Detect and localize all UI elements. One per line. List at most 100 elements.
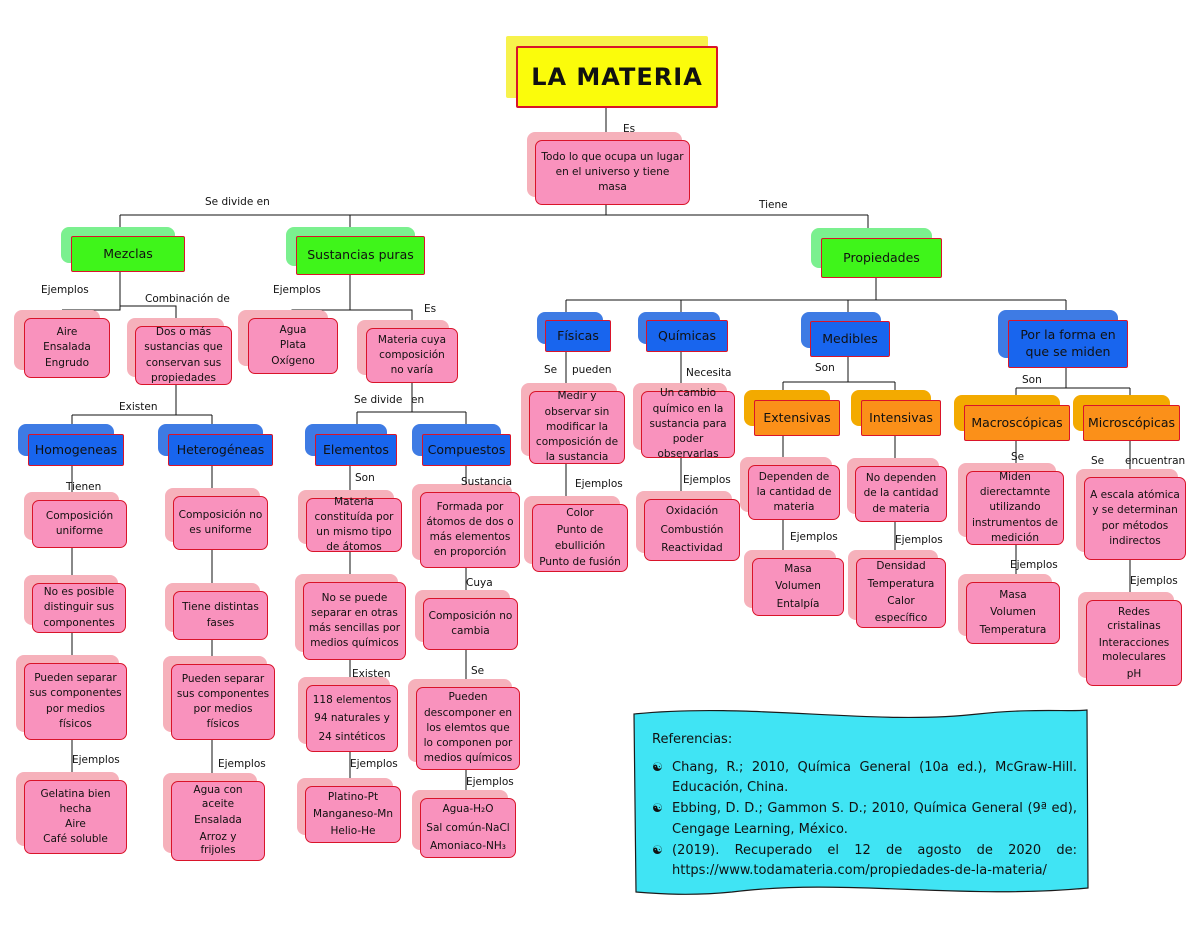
reference-item: ☯ (2019). Recuperado el 12 de agosto de …	[652, 841, 1077, 881]
macro-examples-box: Masa Volumen Temperatura	[966, 582, 1060, 644]
yin-yang-icon: ☯	[652, 760, 663, 775]
connector-label: Combinación de	[145, 293, 230, 305]
connector-label: Cuya	[466, 577, 493, 589]
fis-node-1: Medir y observar sin modificar la compos…	[521, 383, 625, 464]
int-node-1: No dependen de la cantidad de materia	[847, 458, 947, 522]
homog-examples-box: Gelatina bien hecha Aire Café soluble	[24, 780, 127, 854]
connector-label: Se divide	[354, 394, 403, 406]
connector-label: Son	[815, 362, 835, 374]
list-item: Café soluble	[43, 833, 108, 846]
heterog-examples-box: Agua con aceite Ensalada Arroz y frijole…	[171, 781, 265, 861]
quimicas-label: Químicas	[646, 320, 728, 352]
ext-examples: Masa Volumen Entalpía	[744, 550, 844, 616]
heterog-box-3: Pueden separar sus componentes por medio…	[171, 664, 275, 740]
macroscopicas-label: Macroscópicas	[964, 405, 1070, 441]
list-item: Agua con aceite	[193, 783, 243, 810]
comp-box-3: Pueden descomponer en los elemtos que lo…	[416, 687, 520, 770]
connector-label: Ejemplos	[350, 758, 398, 770]
heterog-node-2: Tiene distintas fases	[165, 583, 268, 640]
ext-box-1: Dependen de la cantidad de materia	[748, 465, 840, 520]
elem-examples: Platino-Pt Manganeso-Mn Helio-He	[297, 778, 401, 843]
homog-node-2: No es posible distinguir sus componentes	[24, 575, 126, 633]
list-item: Volumen	[990, 606, 1036, 619]
comp-box-1: Formada por átomos de dos o más elemento…	[420, 492, 520, 568]
list-item: Calor específico	[874, 595, 928, 625]
list-item: Densidad	[876, 560, 926, 573]
por-forma-label: Por la forma en que se miden	[1008, 320, 1128, 368]
connector-label: encuentran	[1125, 455, 1186, 467]
homog-node-3: Pueden separar sus componentes por medio…	[16, 655, 127, 740]
quim-box-1: Un cambio químico en la sustancia para p…	[641, 387, 735, 460]
references-content: Referencias: ☯ Chang, R.; 2010, Química …	[652, 730, 1077, 882]
homog-box-2: No es posible distinguir sus componentes	[32, 583, 126, 633]
combinacion-node: Dos o más sustancias que conservan sus p…	[127, 318, 232, 385]
list-item: 118 elementos	[312, 693, 392, 706]
elem-box-2: No se puede separar en otras más sencill…	[303, 582, 406, 660]
list-item: Masa	[784, 563, 812, 576]
homog-box-1: Composición uniforme	[32, 500, 127, 548]
macro-examples: Masa Volumen Temperatura	[958, 574, 1060, 644]
list-item: Amoniaco-NH₃	[430, 840, 506, 853]
sustancias-examples-box: Agua Plata Oxígeno	[248, 318, 338, 374]
references-note: Referencias: ☯ Chang, R.; 2010, Química …	[632, 706, 1090, 896]
elem-node-2: No se puede separar en otras más sencill…	[295, 574, 406, 660]
category-compuestos: Compuestos	[412, 424, 511, 466]
propiedades-label: Propiedades	[821, 238, 942, 278]
connector-label: Ejemplos	[895, 534, 943, 546]
micro-examples: Redes cristalinas Interacciones molecula…	[1078, 592, 1182, 686]
connector-label: Ejemplos	[683, 474, 731, 486]
homog-node-1: Composición uniforme	[24, 492, 127, 548]
connector-label: Ejemplos	[41, 284, 89, 296]
connector-label: Existen	[119, 401, 158, 413]
medibles-label: Medibles	[810, 321, 890, 357]
list-item: Temperatura	[867, 577, 935, 590]
list-item: Volumen	[775, 580, 821, 593]
heterog-node-1: Composición no es uniforme	[165, 488, 268, 550]
mezclas-label: Mezclas	[71, 236, 185, 272]
connector-label: Ejemplos	[466, 776, 514, 788]
reference-item: ☯ Chang, R.; 2010, Química General (10a …	[652, 758, 1077, 798]
list-item: Engrudo	[44, 356, 89, 369]
reference-text: Chang, R.; 2010, Química General (10a ed…	[672, 760, 1077, 796]
category-quimicas: Químicas	[638, 312, 728, 352]
list-item: Aire	[56, 326, 78, 339]
macro-node-1: Miden dierectamnte utilizando instrument…	[958, 463, 1064, 545]
fis-examples: Color Punto de ebullición Punto de fusió…	[524, 496, 628, 572]
list-item: Temperatura	[979, 623, 1047, 636]
compuestos-label: Compuestos	[422, 434, 511, 466]
wavy-banner-shape	[633, 709, 1089, 895]
list-item: Entalpía	[776, 597, 820, 610]
heterogeneas-label: Heterogéneas	[168, 434, 273, 466]
category-macroscopicas: Macroscópicas	[954, 395, 1070, 441]
list-item: Punto de ebullición	[554, 523, 606, 552]
reference-item: ☯ Ebbing, D. D.; Gammon S. D.; 2010, Quí…	[652, 799, 1077, 839]
connector-label: Es	[623, 123, 636, 135]
sustancias-puras-label: Sustancias puras	[296, 236, 425, 275]
list-item: 24 sintéticos	[318, 730, 386, 743]
quim-examples: Oxidación Combustión Reactividad	[636, 491, 740, 561]
extensivas-label: Extensivas	[754, 400, 840, 436]
connector-label: Tienen	[66, 481, 102, 493]
materia-cuya-box: Materia cuya composición no varía	[366, 328, 458, 383]
connector-label: Ejemplos	[1010, 559, 1058, 571]
list-item: Platino-Pt	[327, 790, 379, 803]
list-item: Sal común-NaCl	[426, 821, 510, 834]
category-mezclas: Mezclas	[61, 227, 185, 272]
list-item: Redes cristalinas	[1107, 605, 1161, 632]
connector-label: Necesita	[686, 367, 732, 379]
comp-node-1: Formada por átomos de dos o más elemento…	[412, 484, 520, 568]
heterog-box-1: Composición no es uniforme	[173, 496, 268, 550]
ext-examples-box: Masa Volumen Entalpía	[752, 558, 844, 616]
sustancias-examples: Agua Plata Oxígeno	[238, 310, 338, 374]
list-item: Reactividad	[661, 542, 723, 555]
list-item: Ensalada	[194, 814, 242, 827]
ext-node-1: Dependen de la cantidad de materia	[740, 457, 840, 520]
elem-node-1: Materia constituída por un mismo tipo de…	[298, 490, 402, 553]
macro-box-1: Miden dierectamnte utilizando instrument…	[966, 471, 1064, 545]
mezclas-examples-box: Aire Ensalada Engrudo	[24, 318, 110, 378]
list-item: Gelatina bien hecha	[40, 787, 111, 815]
homog-box-3: Pueden separar sus componentes por medio…	[24, 663, 127, 740]
homogeneas-label: Homogeneas	[28, 434, 124, 466]
connector-label: Ejemplos	[575, 478, 623, 490]
fisicas-label: Físicas	[545, 320, 611, 352]
